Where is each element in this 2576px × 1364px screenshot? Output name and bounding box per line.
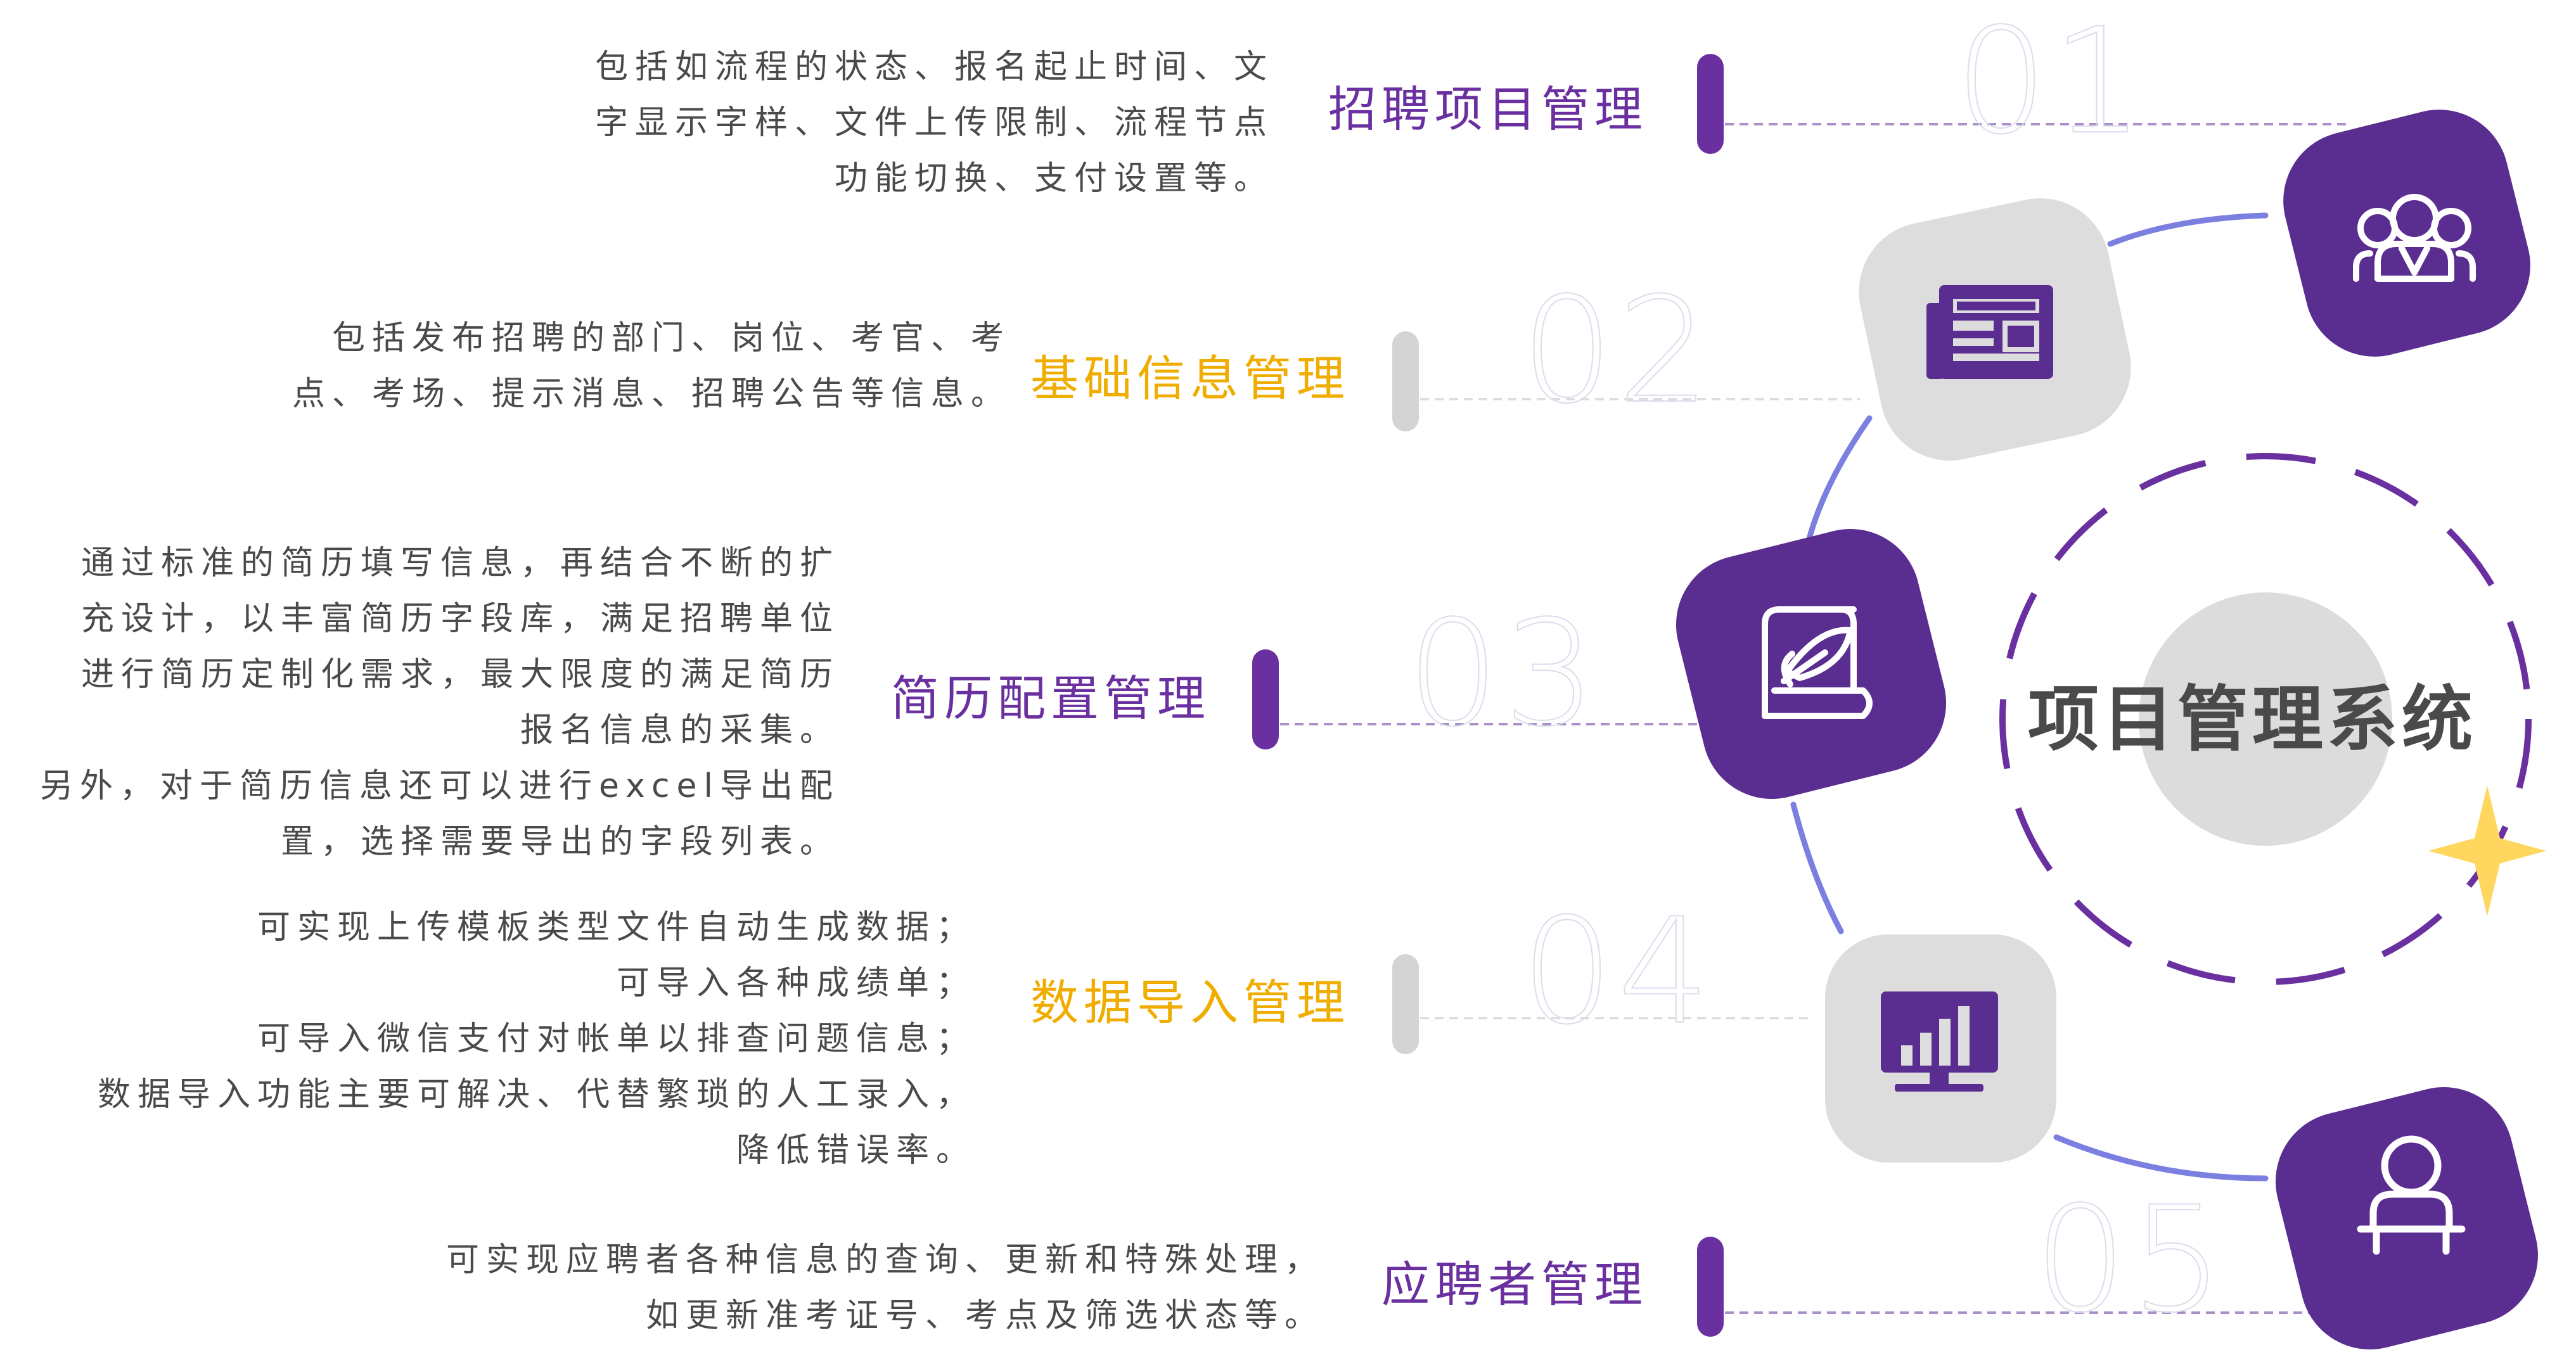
description-line: 可实现上传模板类型文件自动生成数据； bbox=[257, 908, 976, 947]
item-title-4: 数据导入管理 bbox=[1030, 974, 1350, 1031]
description-line: 降低错误率。 bbox=[736, 1131, 976, 1170]
item-bar-2 bbox=[1392, 331, 1419, 431]
description-line: 另外，对于简历信息还可以进行excel导出配 bbox=[40, 767, 840, 805]
icon-tile-1 bbox=[2283, 110, 2530, 357]
item-number-4: 04 bbox=[1520, 888, 1714, 1057]
description-line: 充设计，以丰富简历字段库，满足招聘单位 bbox=[80, 600, 840, 638]
connector-arc-2 bbox=[1806, 415, 1873, 542]
bar-chart-monitor-icon bbox=[1881, 991, 1998, 1092]
description-line: 数据导入功能主要可解决、代替繁琐的人工录入， bbox=[97, 1076, 976, 1114]
description-line: 进行简历定制化需求，最大限度的满足简历 bbox=[80, 656, 840, 694]
description-line: 功能切换、支付设置等。 bbox=[834, 160, 1274, 198]
description-line: 可导入微信支付对帐单以排查问题信息； bbox=[257, 1020, 976, 1058]
connector-arc-4 bbox=[2053, 1134, 2269, 1182]
item-bar-3 bbox=[1252, 649, 1279, 749]
description-line: 可导入各种成绩单； bbox=[616, 964, 976, 1002]
item-description-2: 包括发布招聘的部门、岗位、考官、考 点、考场、提示消息、招聘公告等信息。 bbox=[292, 310, 1011, 422]
user-icon bbox=[2357, 1135, 2466, 1255]
item-bar-1 bbox=[1697, 54, 1724, 154]
item-bar-5 bbox=[1697, 1237, 1724, 1337]
item-description-5: 可实现应聘者各种信息的查询、更新和特殊处理， 如更新准考证号、考点及筛选状态等。 bbox=[446, 1232, 1324, 1344]
star-icon bbox=[2428, 786, 2546, 916]
item-bar-4 bbox=[1392, 954, 1419, 1054]
item-title-2: 基础信息管理 bbox=[1030, 350, 1350, 407]
item-number-5: 05 bbox=[2034, 1176, 2227, 1345]
dashed-ring bbox=[1999, 453, 2532, 985]
item-number-3: 03 bbox=[1406, 590, 1600, 759]
description-line: 通过标准的简历填写信息，再结合不断的扩 bbox=[80, 544, 840, 582]
item-description-1: 包括如流程的状态、报名起止时间、文 字显示字样、文件上传限制、流程节点 功能切换… bbox=[595, 39, 1274, 207]
connector-arc-1 bbox=[2107, 212, 2269, 247]
description-line: 字显示字样、文件上传限制、流程节点 bbox=[594, 104, 1274, 142]
center-disc bbox=[2139, 592, 2392, 846]
description-line: 可实现应聘者各种信息的查询、更新和特殊处理， bbox=[445, 1241, 1324, 1279]
connector-arc-3 bbox=[1790, 801, 1844, 934]
description-line: 置，选择需要导出的字段列表。 bbox=[280, 823, 840, 861]
newspaper-icon bbox=[1926, 285, 2053, 379]
description-line: 包括发布招聘的部门、岗位、考官、考 bbox=[331, 319, 1011, 357]
description-line: 报名信息的采集。 bbox=[520, 711, 840, 749]
description-line: 如更新准考证号、考点及筛选状态等。 bbox=[645, 1297, 1324, 1335]
item-number-1: 01 bbox=[1954, 0, 2148, 167]
item-title-3: 简历配置管理 bbox=[891, 670, 1210, 727]
icon-tile-5 bbox=[2276, 1087, 2538, 1349]
team-icon bbox=[2353, 194, 2476, 282]
item-title-5: 应聘者管理 bbox=[1381, 1256, 1648, 1313]
description-line: 点、考场、提示消息、招聘公告等信息。 bbox=[292, 375, 1011, 413]
item-description-4: 可实现上传模板类型文件自动生成数据； 可导入各种成绩单； 可导入微信支付对帐单以… bbox=[98, 900, 976, 1178]
item-title-1: 招聘项目管理 bbox=[1328, 81, 1648, 137]
item-number-2: 02 bbox=[1520, 267, 1714, 436]
center-title: 项目管理系统 bbox=[2028, 679, 2477, 761]
description-line: 包括如流程的状态、报名起止时间、文 bbox=[594, 48, 1274, 86]
item-description-3: 通过标准的简历填写信息，再结合不断的扩 充设计，以丰富简历字段库，满足招聘单位 … bbox=[40, 535, 840, 870]
scroll-quill-icon bbox=[1762, 606, 1873, 719]
